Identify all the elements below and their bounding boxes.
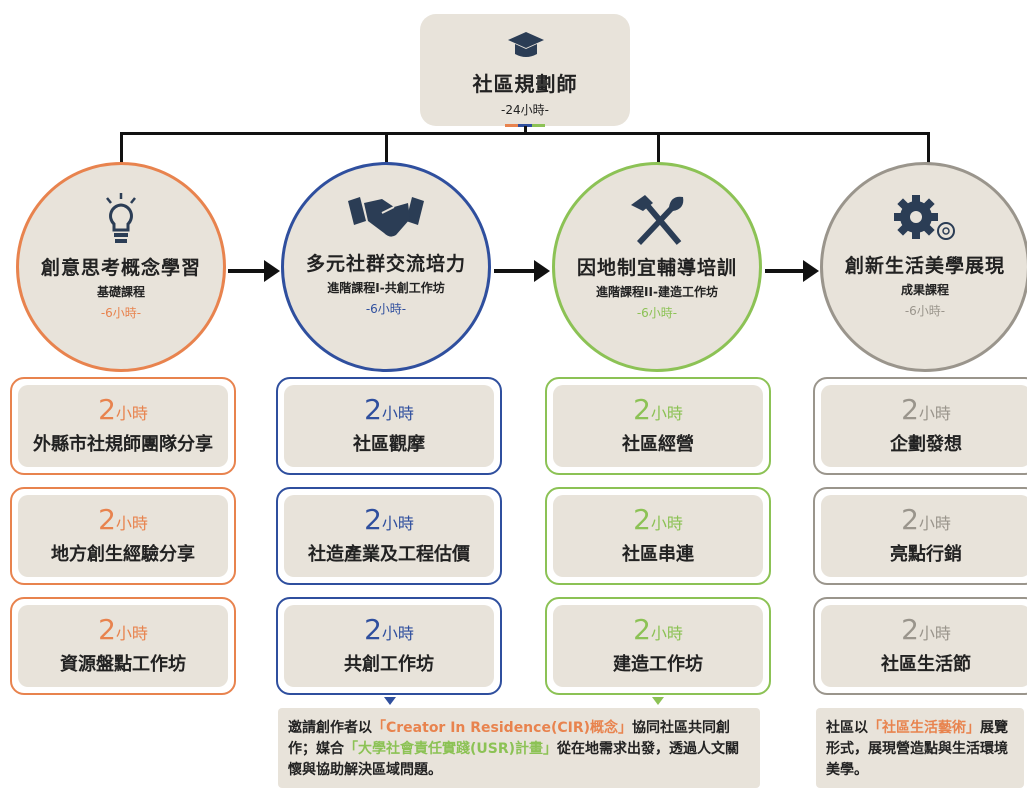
session-hours-unit: 小時: [381, 404, 414, 423]
connector-line: [385, 132, 388, 164]
stage-title: 創意思考概念學習: [40, 257, 201, 279]
connector-line: [120, 132, 123, 164]
session-name: 共創工作坊: [344, 654, 434, 675]
stage-circle-2: 多元社群交流培力 進階課程I-共創工作坊 -6小時-: [281, 162, 491, 372]
flow-arrow: [494, 260, 550, 282]
lightbulb-icon: [106, 193, 136, 243]
stage-subtitle: 進階課程II-建造工作坊: [596, 285, 718, 299]
session-box: 2小時 社區觀摩: [276, 377, 502, 475]
session-hours-unit: 小時: [381, 514, 414, 533]
connector-line: [657, 132, 660, 164]
note-text: 社區以: [826, 720, 868, 736]
session-box: 2小時 地方創生經驗分享: [10, 487, 236, 585]
session-hours-number: 2: [633, 393, 651, 426]
flow-arrow: [228, 260, 280, 282]
connector-line: [120, 132, 930, 135]
session-name: 社區經營: [622, 434, 694, 455]
session-name: 地方創生經驗分享: [51, 544, 195, 565]
session-box: 2小時 社區串連: [545, 487, 771, 585]
stage-subtitle: 基礎課程: [96, 285, 145, 299]
stage-hours: -6小時-: [636, 306, 678, 320]
session-name: 社造產業及工程估價: [308, 544, 470, 565]
stage-circle-3: 因地制宜輔導培訓 進階課程II-建造工作坊 -6小時-: [552, 162, 762, 372]
session-hours-number: 2: [633, 613, 651, 646]
session-box: 2小時 共創工作坊: [276, 597, 502, 695]
stage-hours: -6小時-: [100, 306, 142, 320]
session-box: 2小時 外縣市社規師團隊分享: [10, 377, 236, 475]
connector-line: [524, 126, 527, 134]
session-hours-number: 2: [98, 503, 116, 536]
flow-arrow: [765, 260, 819, 282]
stage-title: 創新生活美學展現: [844, 255, 1005, 277]
session-hours-unit: 小時: [115, 514, 148, 533]
top-title: 社區規劃師: [472, 72, 578, 96]
gears-icon: [894, 195, 955, 240]
session-box: 2小時 亮點行銷: [813, 487, 1027, 585]
session-name: 亮點行銷: [890, 544, 962, 565]
session-hours-number: 2: [633, 503, 651, 536]
session-hours-number: 2: [901, 393, 919, 426]
session-box: 2小時 企劃發想: [813, 377, 1027, 475]
session-hours-unit: 小時: [650, 404, 683, 423]
color-stripe: [505, 124, 545, 127]
session-hours-unit: 小時: [918, 404, 951, 423]
session-hours-number: 2: [364, 613, 382, 646]
stage-title: 因地制宜輔導培訓: [576, 257, 737, 279]
note-highlight: 「大學社會責任實踐(USR)計畫」: [344, 741, 558, 757]
tools-icon: [631, 195, 684, 245]
session-name: 社區觀摩: [353, 434, 425, 455]
stage-subtitle: 成果課程: [900, 283, 949, 297]
session-hours-unit: 小時: [918, 624, 951, 643]
session-hours-unit: 小時: [115, 404, 148, 423]
stage-circle-4: 創新生活美學展現 成果課程 -6小時-: [820, 162, 1027, 372]
top-node: 社區規劃師 -24小時-: [420, 14, 630, 127]
session-hours-number: 2: [98, 613, 116, 646]
session-box: 2小時 建造工作坊: [545, 597, 771, 695]
session-name: 社區生活節: [881, 654, 971, 675]
graduation-cap-icon: [508, 32, 544, 57]
session-hours-number: 2: [98, 393, 116, 426]
stage-hours: -6小時-: [904, 304, 946, 318]
note-text: 邀請創作者以: [288, 720, 372, 736]
session-hours-number: 2: [364, 503, 382, 536]
note-right: 社區以「社區生活藝術」展覽形式，展現營造點與生活環境美學。: [816, 708, 1024, 788]
down-arrow-icon: [384, 697, 396, 705]
top-hours: -24小時-: [501, 103, 549, 117]
note-left: 邀請創作者以「Creator In Residence(CIR)概念」協同社區共…: [278, 708, 760, 788]
session-hours-number: 2: [364, 393, 382, 426]
session-box: 2小時 資源盤點工作坊: [10, 597, 236, 695]
session-name: 社區串連: [622, 544, 694, 565]
note-highlight: 「社區生活藝術」: [868, 720, 980, 736]
note-text: 協同社區共同創作；媒合: [288, 720, 731, 757]
session-box: 2小時 社造產業及工程估價: [276, 487, 502, 585]
session-name: 資源盤點工作坊: [60, 654, 186, 675]
session-box: 2小時 社區生活節: [813, 597, 1027, 695]
note-text: 展覽形式，展現營造點與生活環境美學。: [826, 720, 1008, 778]
session-hours-unit: 小時: [918, 514, 951, 533]
session-hours-unit: 小時: [650, 514, 683, 533]
session-hours-unit: 小時: [115, 624, 148, 643]
session-name: 企劃發想: [890, 434, 962, 455]
session-name: 建造工作坊: [613, 654, 703, 675]
note-highlight: 「Creator In Residence(CIR)概念」: [372, 720, 633, 736]
session-name: 外縣市社規師團隊分享: [33, 434, 213, 455]
stage-title: 多元社群交流培力: [305, 253, 466, 275]
note-text: 從在地需求出發，透過人文關懷與協助解決區域問題。: [288, 741, 740, 778]
session-box: 2小時 社區經營: [545, 377, 771, 475]
session-hours-number: 2: [901, 503, 919, 536]
session-hours-unit: 小時: [381, 624, 414, 643]
handshake-icon: [348, 197, 424, 237]
session-hours-unit: 小時: [650, 624, 683, 643]
stage-hours: -6小時-: [365, 302, 407, 316]
session-hours-number: 2: [901, 613, 919, 646]
connector-line: [927, 132, 930, 164]
stage-subtitle: 進階課程I-共創工作坊: [327, 281, 445, 295]
stage-circle-1: 創意思考概念學習 基礎課程 -6小時-: [16, 162, 226, 372]
down-arrow-icon: [652, 697, 664, 705]
